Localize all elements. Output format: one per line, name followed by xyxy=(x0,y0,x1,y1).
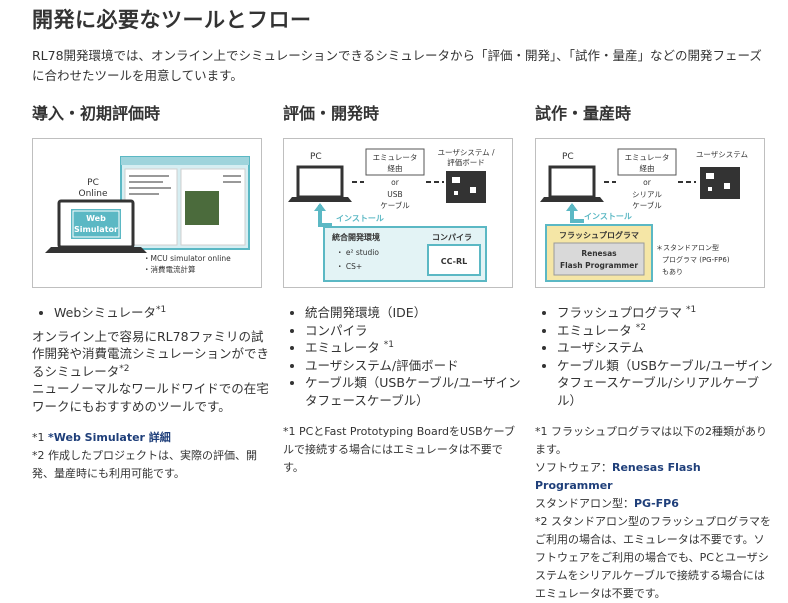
ide-label: 統合開発環境 xyxy=(332,232,380,242)
flash-prog-label: フラッシュプログラマ xyxy=(559,230,639,240)
install-label: インストール xyxy=(584,212,632,221)
footnote-2: *2 スタンドアロン型のフラッシュプログラマをご利用の場合は、エミュレータは不要… xyxy=(535,515,771,600)
list-item: フラッシュプログラマ *1 xyxy=(557,304,775,322)
eval-board-icon xyxy=(446,171,486,203)
eval-board-label: 評価ボード xyxy=(447,157,485,167)
column-title: 評価・開発時 xyxy=(283,104,380,123)
list-item: ケーブル類（USBケーブル/ユーザインタフェースケーブル/シリアルケーブル） xyxy=(557,357,775,410)
install-label: インストール xyxy=(336,214,384,223)
via-label: 経由 xyxy=(388,163,403,173)
column-prototype-production: 試作・量産時 PC エミュレータ 経由 or シリアル ケーブル ユーザシステム… xyxy=(535,100,775,603)
flash-programmer-label: Flash Programmer xyxy=(560,261,638,270)
standalone-note-2: プログラマ (PG-FP6) xyxy=(662,255,730,264)
list-item: エミュレータ *2 xyxy=(557,322,775,340)
emulator-label: エミュレータ xyxy=(373,153,418,162)
rfp-link[interactable]: Renesas Flash Programmer xyxy=(535,461,701,492)
production-diagram: PC エミュレータ 経由 or シリアル ケーブル ユーザシステム インストール… xyxy=(540,148,748,282)
laptop-base xyxy=(540,197,604,202)
e2-studio-label: ・ e² studio xyxy=(336,248,379,257)
ccrl-box xyxy=(427,244,481,276)
intro-text: RL78開発環境では、オンライン上でシミュレーションできるシミュレータから「評価… xyxy=(32,48,762,83)
emulator-box xyxy=(365,148,425,176)
web-simulator-illustration: Web Simulator PC Online ・MCU simulator o… xyxy=(32,138,262,288)
column-title: 導入・初期評価時 xyxy=(32,104,161,123)
web-simulator-badge xyxy=(71,209,121,239)
user-system-icon xyxy=(700,167,740,199)
pc-label: PC xyxy=(562,152,574,162)
web-simulator-diagram: Web Simulator PC Online ・MCU simulator o… xyxy=(45,156,250,274)
laptop-base xyxy=(45,247,147,253)
standalone-line: スタンドアロン型：PG-FP6 xyxy=(535,497,679,510)
laptop-screen xyxy=(548,165,596,199)
list-item: ユーザシステム xyxy=(557,339,775,357)
board-image xyxy=(185,191,219,225)
tool-list: フラッシュプログラマ *1 エミュレータ *2 ユーザシステム ケーブル類（US… xyxy=(535,304,775,409)
web-simulator-detail-link[interactable]: *Web Simulater 詳細 xyxy=(48,431,171,444)
column-evaluation-development: 評価・開発時 PC エミュレータ 経由 or USB ケーブル ユーザシステム … xyxy=(283,100,523,477)
emulator-label: エミュレータ xyxy=(625,153,670,162)
pc-label: PC xyxy=(310,152,322,162)
csplus-label: ・ CS+ xyxy=(336,262,362,271)
emulator-box xyxy=(617,148,677,176)
list-item: コンパイラ xyxy=(305,322,523,340)
tool-list: Webシミュレータ*1 xyxy=(32,304,272,322)
production-illustration: PC エミュレータ 経由 or シリアル ケーブル ユーザシステム インストール… xyxy=(535,138,765,288)
online-label: Online xyxy=(78,189,107,199)
pg-fp6-link[interactable]: PG-FP6 xyxy=(634,497,679,510)
laptop-screen xyxy=(296,165,344,199)
column-title: 試作・量産時 xyxy=(535,104,632,123)
footnote-1: *1 PCとFast Prototyping BoardをUSBケーブルで接続す… xyxy=(283,425,515,474)
list-item: ケーブル類（USBケーブル/ユーザインタフェースケーブル） xyxy=(305,374,523,409)
cable-label: ケーブル xyxy=(380,200,410,210)
via-label: 経由 xyxy=(640,163,655,173)
standalone-note-1: ＊スタンドアロン型 xyxy=(656,243,719,252)
column-initial-evaluation: 導入・初期評価時 Web Simulator PC Online ・MCU si xyxy=(32,100,272,483)
pc-label: PC xyxy=(87,178,99,188)
screen-text-simulator: Simulator xyxy=(74,225,118,234)
screen-text-web: Web xyxy=(86,214,106,223)
install-arrow xyxy=(318,205,332,227)
list-item: 統合開発環境（IDE） xyxy=(305,304,523,322)
list-item: Webシミュレータ*1 xyxy=(54,304,272,322)
list-item: エミュレータ *1 xyxy=(305,339,523,357)
feature-mcu-sim: ・MCU simulator online xyxy=(143,254,231,263)
or-label: or xyxy=(643,178,652,187)
rfp-box xyxy=(553,242,645,276)
description: オンライン上で容易にRL78ファミリの試作開発や消費電流シミュレーションができる… xyxy=(32,328,270,414)
serial-label: シリアル xyxy=(632,190,662,199)
software-line: ソフトウェア：Renesas Flash Programmer xyxy=(535,461,701,492)
ccrl-label: CC-RL xyxy=(441,257,468,266)
user-system-label: ユーザシステム xyxy=(696,150,748,159)
compiler-label: コンパイラ xyxy=(432,232,472,242)
browser-titlebar xyxy=(121,157,249,165)
footnote-2: *2 作成したプロジェクトは、実際の評価、開発、量産時にも利用可能です。 xyxy=(32,449,257,480)
evaluation-illustration: PC エミュレータ 経由 or USB ケーブル ユーザシステム / 評価ボード… xyxy=(283,138,513,288)
laptop-base xyxy=(288,197,352,202)
or-label: or xyxy=(391,178,400,187)
feature-current-calc: ・消費電流計算 xyxy=(143,264,196,274)
evaluation-diagram: PC エミュレータ 経由 or USB ケーブル ユーザシステム / 評価ボード… xyxy=(288,148,495,282)
tool-list: 統合開発環境（IDE） コンパイラ エミュレータ *1 ユーザシステム/評価ボー… xyxy=(283,304,523,409)
usb-label: USB xyxy=(387,190,402,199)
standalone-note-3: もあり xyxy=(662,268,683,276)
footnote-1: *1 フラッシュプログラマは以下の2種類があります。 xyxy=(535,425,767,456)
renesas-label: Renesas xyxy=(581,249,617,258)
footnote-1: *1 *Web Simulater 詳細 xyxy=(32,431,171,444)
cable-label: ケーブル xyxy=(632,200,662,210)
list-item: ユーザシステム/評価ボード xyxy=(305,357,523,375)
user-system-label: ユーザシステム / xyxy=(437,148,495,157)
page-title: 開発に必要なツールとフロー xyxy=(32,8,312,32)
